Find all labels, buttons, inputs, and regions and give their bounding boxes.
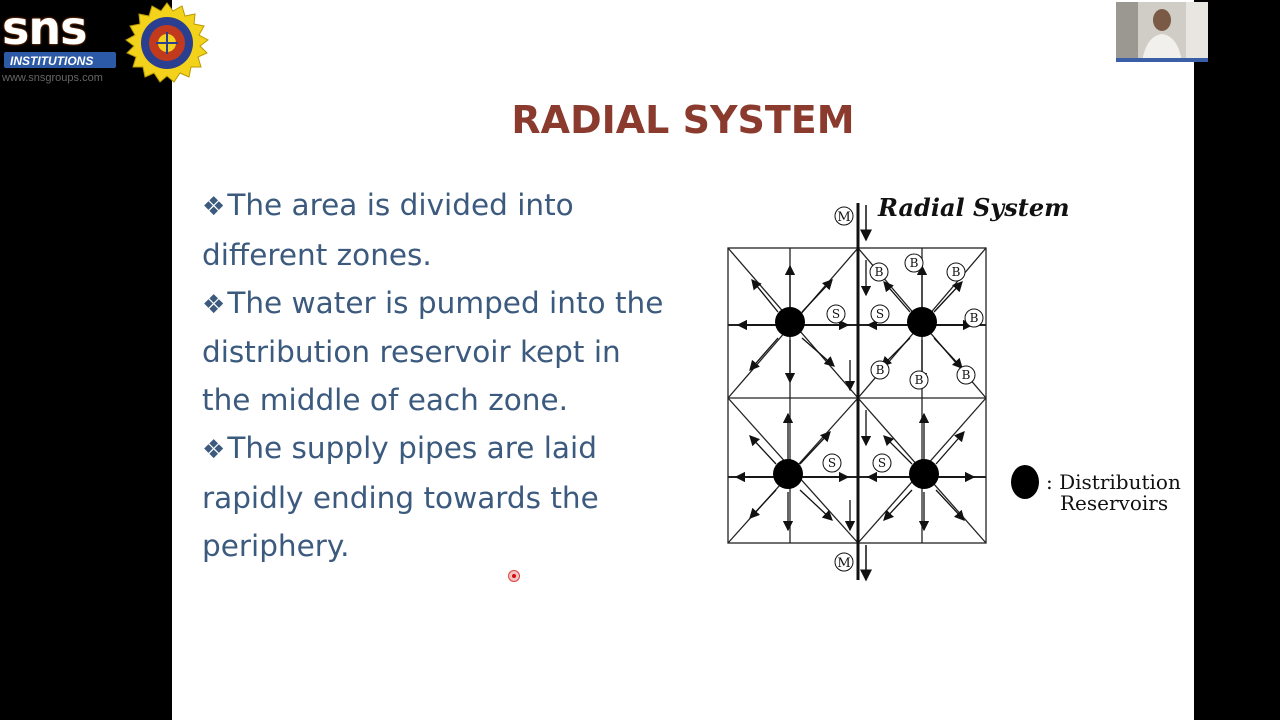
bullet-text-2: The water is pumped into the distributio… bbox=[202, 285, 664, 418]
distribution-reservoirs bbox=[773, 307, 939, 489]
sns-logo-subtitle: INSTITUTIONS bbox=[10, 54, 94, 68]
bullet-text-1: The area is divided into different zones… bbox=[202, 188, 574, 272]
reservoir-dot-bottom-left bbox=[773, 459, 803, 489]
institution-seal-icon bbox=[125, 2, 209, 83]
main-marker-top: M bbox=[837, 210, 850, 225]
sns-logo-text: sns bbox=[2, 1, 88, 55]
b-marker: B bbox=[876, 363, 885, 377]
b-marker: B bbox=[910, 256, 919, 270]
brand-header: sns INSTITUTIONS www.snsgroups.com bbox=[0, 0, 215, 90]
bullet-item-2: ❖The water is pumped into the distributi… bbox=[202, 280, 672, 425]
legend-label-line1: : Distribution bbox=[1046, 470, 1181, 494]
legend-reservoir-dot bbox=[1011, 465, 1039, 499]
slide-canvas bbox=[172, 0, 1194, 720]
legend: : Distribution Reservoirs bbox=[1011, 465, 1181, 515]
diamond-bullet-icon: ❖ bbox=[202, 434, 226, 465]
b-marker: B bbox=[875, 265, 884, 279]
webcam-thumbnail bbox=[1116, 2, 1208, 62]
website-url: www.snsgroups.com bbox=[2, 72, 103, 84]
sub-main-markers: S S S S bbox=[822, 304, 892, 473]
bullet-text-3: The supply pipes are laid rapidly ending… bbox=[202, 430, 599, 563]
branch-markers: B B B B B B B bbox=[869, 253, 984, 390]
main-marker-bottom: M bbox=[837, 556, 850, 571]
diamond-bullet-icon: ❖ bbox=[202, 289, 226, 320]
b-marker: B bbox=[952, 265, 961, 279]
b-marker: B bbox=[962, 368, 971, 382]
s-marker: S bbox=[878, 456, 886, 470]
s-marker: S bbox=[832, 307, 840, 321]
reservoir-dot-bottom-right bbox=[909, 459, 939, 489]
main-markers: M M bbox=[834, 206, 854, 572]
b-marker: B bbox=[970, 311, 979, 325]
pointer-cursor-icon bbox=[508, 570, 520, 582]
s-marker: S bbox=[828, 456, 836, 470]
s-marker: S bbox=[876, 307, 884, 321]
reservoir-dot-top-right bbox=[907, 307, 937, 337]
diagram-title: Radial System bbox=[877, 193, 1070, 222]
radial-system-diagram: Radial System M M bbox=[727, 193, 1181, 582]
bullet-list: ❖The area is divided into different zone… bbox=[202, 182, 672, 570]
bullet-item-3: ❖The supply pipes are laid rapidly endin… bbox=[202, 425, 672, 570]
b-marker: B bbox=[915, 373, 924, 387]
supply-arrows bbox=[734, 260, 976, 532]
bullet-item-1: ❖The area is divided into different zone… bbox=[202, 182, 672, 280]
sns-logo-bar bbox=[4, 52, 116, 68]
reservoir-dot-top-left bbox=[775, 307, 805, 337]
diamond-bullet-icon: ❖ bbox=[202, 192, 226, 222]
slide-title: RADIAL SYSTEM bbox=[511, 98, 855, 142]
legend-label-line2: Reservoirs bbox=[1060, 491, 1168, 515]
presenter-video-icon bbox=[1116, 2, 1208, 62]
